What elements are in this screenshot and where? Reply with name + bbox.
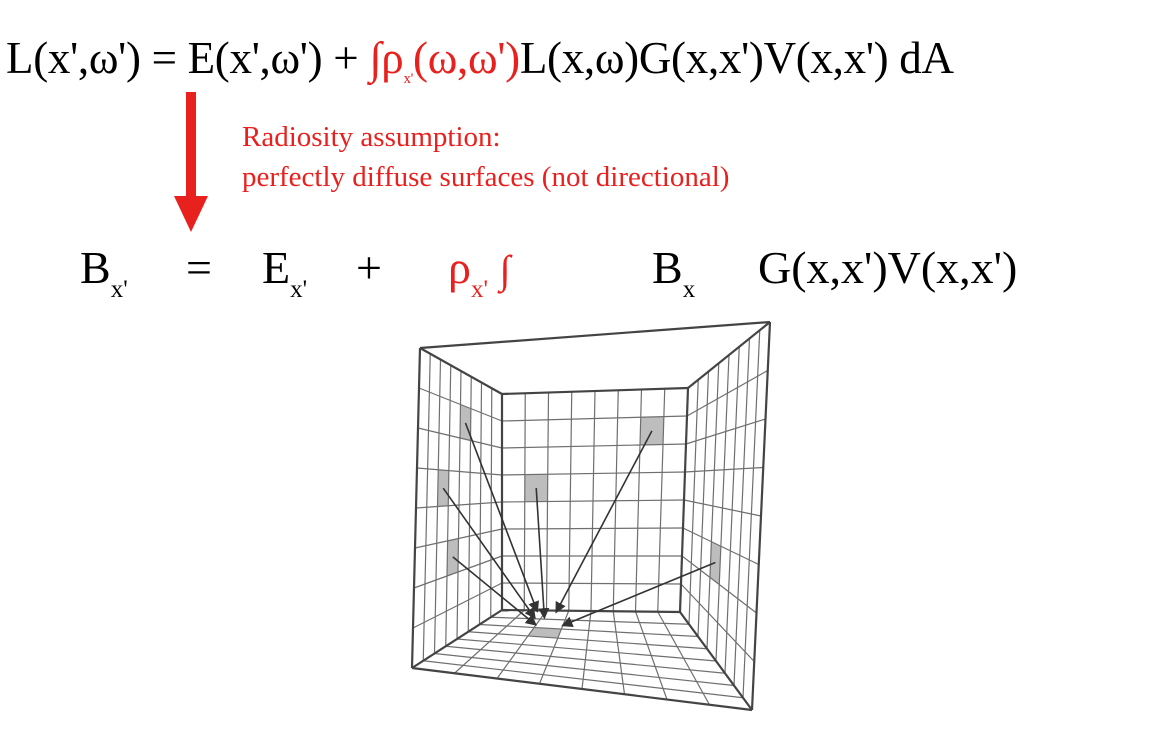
room-grid [412,330,769,706]
left-wall-patch [437,469,449,507]
geometry-visibility-term: G(x,x')V(x,x') [758,242,1018,293]
integral-sign: ∫ [369,33,382,83]
back-grid-line [501,582,682,585]
radiosity-equals: = [186,242,212,293]
radiosity-b: B [80,242,111,293]
right-grid-line [682,527,760,566]
light-ray-arrow [535,487,550,620]
floor-grid-line [634,611,668,700]
radiosity-b-term: Bx' [80,238,128,320]
radiosity-plus: + [356,242,382,293]
floor-grid-line [434,652,735,687]
incoming-radiosity-term: Bx [652,238,695,320]
room-edge [419,347,503,395]
down-arrow-icon [174,92,208,232]
room-edge [411,609,503,669]
right-grid-line [680,583,755,662]
floor-grid-line [445,645,726,674]
back-grid-line [657,388,666,612]
right-grid-line [733,338,751,686]
light-ray-arrow [442,487,536,620]
back-wall-patch [640,416,664,445]
light-ray-arrow [561,561,716,627]
room-edge [750,321,772,711]
room-edge [687,321,771,389]
emission-term: Ex' [262,238,307,320]
brdf-rho: ρ [381,33,404,83]
rendering-equation: L(x',ω') = E(x',ω') + ∫ρx'(ω,ω')L(x,ω)G(… [6,28,954,109]
back-grid-line [501,527,684,530]
radiosity-annotation: Radiosity assumption: perfectly diffuse … [242,117,729,197]
left-grid-line [415,501,503,509]
incoming-b: B [652,242,683,293]
right-grid-line [683,499,762,517]
left-grid-line [413,555,503,589]
right-grid-line [742,330,761,698]
room-edge [678,387,690,613]
floor-grid-line [612,611,626,695]
radiosity-integral-sign: ∫ [499,247,511,292]
light-rays [442,422,716,627]
left-grid-line [412,582,503,629]
left-grid-line [490,388,493,618]
light-ray-arrow [464,422,539,613]
right-grid-line [724,346,740,674]
left-grid-line [467,376,472,632]
back-grid-line [634,389,643,612]
reflectance-rho-subscript: x' [470,276,488,303]
room-frame [410,320,772,712]
floor-grid-line [456,638,717,662]
incoming-b-subscript: x [682,276,696,303]
annotation-line-2: perfectly diffuse surfaces (not directio… [242,161,730,193]
room-edge [679,611,753,711]
reflectance-term: ρx' ∫ [448,238,510,320]
emission-e: E [262,242,291,293]
light-ray-arrow [555,430,653,614]
left-grid-line [478,382,483,625]
equation-rest: L(x,ω)G(x,x')V(x,x') dA [519,33,954,83]
floor-grid-line [657,611,711,706]
floor-grid-line [423,660,744,699]
back-wall-patch [524,474,548,502]
left-grid-line [414,528,503,549]
annotation-line-1: Radiosity assumption: [242,121,501,153]
room-edge [410,347,422,669]
left-wall-patch [460,404,471,441]
room-edge [419,320,771,350]
reflectance-rho: ρ [448,242,471,293]
back-grid-line [501,499,685,503]
radiosity-room-illustration [410,320,772,712]
light-ray-arrow [452,556,537,626]
brdf-arguments: (ω,ω') [413,33,520,83]
equation-lhs: L(x',ω') = E(x',ω') + [6,33,370,83]
floor-patch [527,627,562,639]
brdf-rho-subscript: x' [403,71,414,87]
room-edge [411,666,753,712]
radiosity-b-subscript: x' [110,276,128,303]
right-grid-line [681,555,757,614]
emission-e-subscript: x' [290,276,308,303]
room-edge [501,386,689,396]
